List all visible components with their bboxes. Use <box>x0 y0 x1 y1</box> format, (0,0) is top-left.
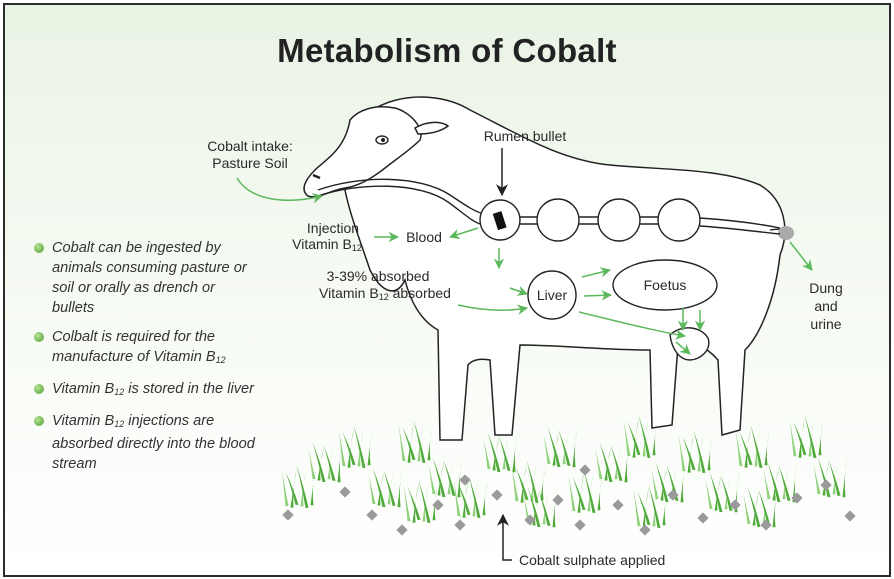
grass-tuft <box>512 460 546 503</box>
gut-chamber-4 <box>658 199 700 241</box>
bullet-dot-icon <box>34 416 44 426</box>
soil-stone <box>820 479 831 490</box>
grass-tuft <box>429 456 463 497</box>
soil-stone <box>612 499 623 510</box>
soil-stone <box>574 519 585 530</box>
soil-stone <box>339 486 350 497</box>
soil-stone <box>491 489 502 500</box>
grass-tuft <box>744 486 778 527</box>
blood-label: Blood <box>406 229 442 245</box>
rumen-bullet-label: Rumen bullet <box>484 128 567 144</box>
soil-stone <box>552 494 563 505</box>
soil-stone <box>396 524 407 535</box>
cobalt-intake-label-line2: Pasture Soil <box>212 155 287 171</box>
foetus-label: Foetus <box>644 277 687 293</box>
injection-vitamin-label: Vitamin B12 <box>292 236 362 253</box>
liver-label: Liver <box>537 287 568 303</box>
grass-tuft <box>596 441 630 482</box>
cobalt-sulphate-label: Cobalt sulphate applied <box>519 552 665 568</box>
fact-bullet-list: Cobalt can be ingested by animals consum… <box>34 238 259 483</box>
grass-tuft <box>814 456 848 497</box>
grass-tuft <box>736 425 770 468</box>
bullet-dot-icon <box>34 243 44 253</box>
pasture-grass <box>282 415 848 528</box>
dung-label-line1: Dung <box>809 280 842 296</box>
grass-tuft <box>484 431 518 472</box>
gut-chamber-3 <box>598 199 640 241</box>
liver-to-foetus-lower-arrow <box>584 295 611 296</box>
injection-label: Injection <box>307 220 359 236</box>
soil-stones <box>282 464 855 535</box>
sulphate-leader <box>503 555 512 560</box>
soil-stone <box>579 464 590 475</box>
soil-stone <box>459 474 470 485</box>
grass-tuft <box>282 465 316 508</box>
fact-bullet-1: Cobalt can be ingested by animals consum… <box>34 238 259 318</box>
cobalt-intake-label-line1: Cobalt intake: <box>207 138 293 154</box>
fact-bullet-4: Vitamin B12 injections are absorbed dire… <box>34 411 259 474</box>
soil-stone <box>844 510 855 521</box>
grass-tuft <box>369 466 403 507</box>
gut-chamber-2 <box>537 199 579 241</box>
soil-stone <box>366 509 377 520</box>
grass-tuft <box>399 420 433 463</box>
grass-tuft <box>679 430 713 473</box>
soil-stone <box>454 519 465 530</box>
absorbed-label-line1: 3-39% absorbed <box>327 268 430 284</box>
soil-stone <box>282 509 293 520</box>
dung-arrow <box>790 242 812 270</box>
soil-stone <box>639 524 650 535</box>
bullet-dot-icon <box>34 332 44 342</box>
fact-text: Cobalt can be ingested by animals consum… <box>52 240 247 316</box>
grass-tuft <box>309 441 343 482</box>
bullet-dot-icon <box>34 384 44 394</box>
fact-bullet-2: Colbalt is required for the manufacture … <box>34 327 259 370</box>
grass-tuft <box>790 415 824 458</box>
grass-tuft <box>544 426 578 467</box>
fact-bullet-3: Vitamin B12 is stored in the liver <box>34 379 259 402</box>
dung-label-line3: urine <box>810 316 841 332</box>
grass-tuft <box>764 461 798 502</box>
soil-stone <box>697 512 708 523</box>
grass-tuft <box>569 470 603 513</box>
dung-label-line2: and <box>814 298 837 314</box>
dung-blob <box>778 226 794 240</box>
soil-stone <box>760 519 771 530</box>
grass-tuft <box>339 425 373 468</box>
